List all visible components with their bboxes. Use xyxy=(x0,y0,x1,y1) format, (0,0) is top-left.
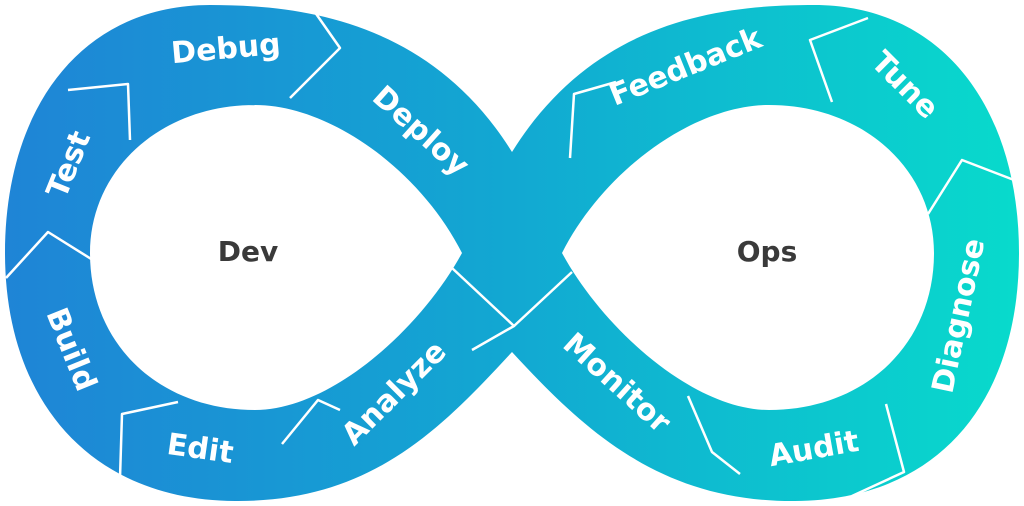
divider-build-test xyxy=(5,230,97,279)
loop-label-dev: Dev xyxy=(218,235,278,268)
divider-debug-arrow xyxy=(289,7,342,99)
divider-test-debug xyxy=(67,82,132,141)
divider-diagnose-audit xyxy=(851,403,906,498)
divider-analyze-edit xyxy=(281,398,341,445)
divider-monitor xyxy=(513,271,573,327)
divider-feedback-tune xyxy=(808,16,869,103)
divider-feedback-start xyxy=(568,80,617,159)
divider-edit-build xyxy=(118,400,179,479)
loop-label-ops: Ops xyxy=(737,235,798,268)
divider-tune-diagnose xyxy=(926,158,1015,215)
segment-dividers xyxy=(5,7,1015,498)
divider-audit-monitor xyxy=(686,395,741,475)
infinity-band xyxy=(5,5,1019,502)
